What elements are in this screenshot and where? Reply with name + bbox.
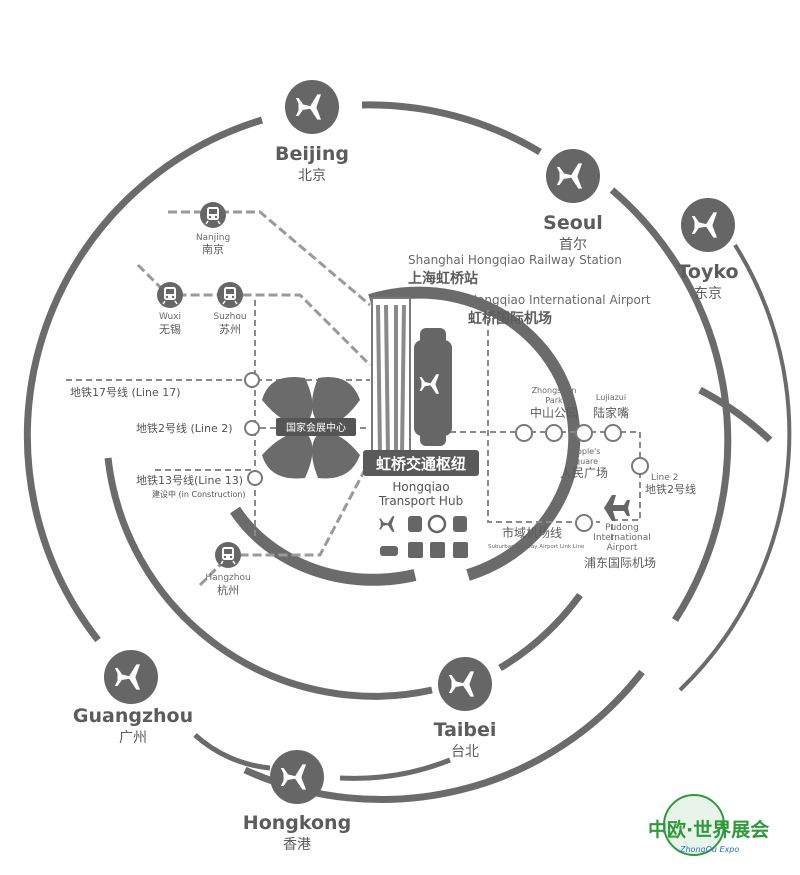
expo-label-cn: 国家会展中心	[286, 421, 346, 434]
transport-mode-icons	[379, 514, 468, 558]
wuxi-station: Wuxi 无锡	[157, 282, 183, 336]
hangzhou-label-cn: 杭州	[217, 583, 239, 597]
line2-label: 地铁2号线 (Line 2)	[136, 421, 233, 435]
zhongou-expo-logo: 中欧·世界展会 ZhongOu Expo	[648, 794, 769, 856]
peoples-square-label-en-2: Square	[570, 457, 598, 466]
railway-station-label-cn: 上海虹桥站	[408, 270, 478, 287]
train-mode-icon	[453, 516, 467, 532]
zhongshan-label-cn: 中山公园	[530, 405, 578, 420]
hub-label: 虹桥交通枢纽 Hongqiao Transport Hub	[363, 450, 479, 508]
taibei-label-en: Taibei	[434, 719, 497, 741]
lujiazui-label-cn: 陆家嘴	[593, 405, 629, 420]
nanjing-label-cn: 南京	[202, 242, 224, 256]
car-mode-icon	[380, 546, 398, 556]
hub-label-en-2: Transport Hub	[378, 494, 463, 508]
coach-mode-icon	[408, 542, 423, 558]
beijing-label-cn: 北京	[298, 168, 326, 184]
zhongshan-label-en-1: Zhongshen	[532, 386, 577, 395]
suzhou-label-en: Suzhou	[213, 312, 246, 322]
nanjing-station: Nanjing 南京	[196, 202, 230, 256]
peoples-square-label-en-1: People's	[568, 447, 601, 456]
hongkong-airport: Hongkong 香港	[243, 750, 351, 853]
metro-mode-icon	[427, 514, 447, 534]
pudong-plane-icon	[604, 495, 630, 521]
beijing-label-en: Beijing	[275, 143, 349, 165]
suzhou-label-cn: 苏州	[219, 323, 241, 336]
seoul-label-en: Seoul	[543, 212, 603, 234]
globe-icon	[663, 794, 725, 856]
hangzhou-station: Hangzhou 杭州	[205, 542, 251, 597]
pudong-label-en-3: Airport	[607, 543, 638, 553]
tram-mode-icon	[430, 542, 445, 558]
peoples-square-label-cn: 人民广场	[560, 466, 608, 480]
railway-station-block	[371, 297, 411, 459]
pudong-label-cn: 浦东国际机场	[584, 556, 656, 570]
railway-station-label-en: Shanghai Hongqiao Railway Station	[408, 253, 622, 267]
wuxi-label-en: Wuxi	[159, 312, 181, 322]
expo-clover: 国家会展中心	[262, 376, 360, 479]
hangzhou-label-en: Hangzhou	[205, 573, 250, 583]
hongkong-label-en: Hongkong	[243, 812, 351, 834]
right-line2-label-cn: 地铁2号线	[645, 482, 696, 496]
tokyo-label-en: Toyko	[677, 261, 738, 283]
tokyo-airport: Toyko 东京	[677, 198, 739, 302]
logo-text-cn: 中欧·世界展会	[648, 818, 769, 841]
nanjing-label-en: Nanjing	[196, 233, 230, 243]
hub-label-cn: 虹桥交通枢纽	[376, 455, 466, 473]
line13-label: 地铁13号线(Line 13)	[136, 473, 243, 487]
logo-text-en: ZhongOu Expo	[679, 845, 739, 854]
right-line2-label-en: Line 2	[651, 473, 678, 483]
pudong-label-en-2: International	[593, 533, 650, 543]
taibei-label-cn: 台北	[451, 744, 479, 760]
metro-station-markers-left	[244, 372, 263, 486]
outer-right-ring	[678, 243, 792, 692]
line13-note: 建设中 (in Construction)	[152, 489, 246, 499]
middle-ring	[104, 386, 773, 700]
bus-mode-icon	[408, 516, 422, 532]
seoul-label-cn: 首尔	[559, 237, 587, 253]
hub-label-en-1: Hongqiao	[392, 480, 449, 494]
line17-label: 地铁17号线 (Line 17)	[70, 385, 181, 399]
wuxi-label-cn: 无锡	[159, 322, 181, 336]
hongkong-ring-arc-right	[339, 757, 451, 781]
suzhou-station: Suzhou 苏州	[213, 282, 247, 336]
guangzhou-label-en: Guangzhou	[73, 705, 193, 727]
bus2-mode-icon	[453, 542, 468, 558]
seoul-airport: Seoul 首尔	[543, 149, 603, 253]
zhongshan-label-en-2: Park	[545, 396, 563, 405]
hongkong-label-cn: 香港	[283, 837, 311, 853]
lujiazui-label-en: Lujiazui	[596, 393, 626, 402]
metro-station-markers-right	[515, 424, 649, 532]
airport-terminal-block	[414, 328, 452, 446]
hongkong-ring-arc	[193, 733, 271, 771]
hongqiao-airport-label-cn: 虹桥国际机场	[468, 310, 552, 327]
guangzhou-airport: Guangzhou 广州	[73, 650, 193, 746]
link-line-label-cn: 市域机场线	[502, 525, 562, 540]
pudong-label-en-1: Pudong	[605, 523, 639, 533]
guangzhou-label-cn: 广州	[119, 730, 147, 746]
hongqiao-airport-label-en: Hongqiao International Airport	[468, 293, 651, 307]
hub-inner-ring	[368, 286, 581, 581]
hub-lower-ring	[229, 506, 417, 586]
taibei-airport: Taibei 台北	[434, 657, 497, 760]
plane-mode-icon	[379, 516, 395, 532]
link-line-label-en: Suburban Railway Airport Link Line	[488, 544, 585, 550]
tokyo-label-cn: 东京	[694, 286, 722, 302]
beijing-airport: Beijing 北京	[275, 80, 349, 184]
